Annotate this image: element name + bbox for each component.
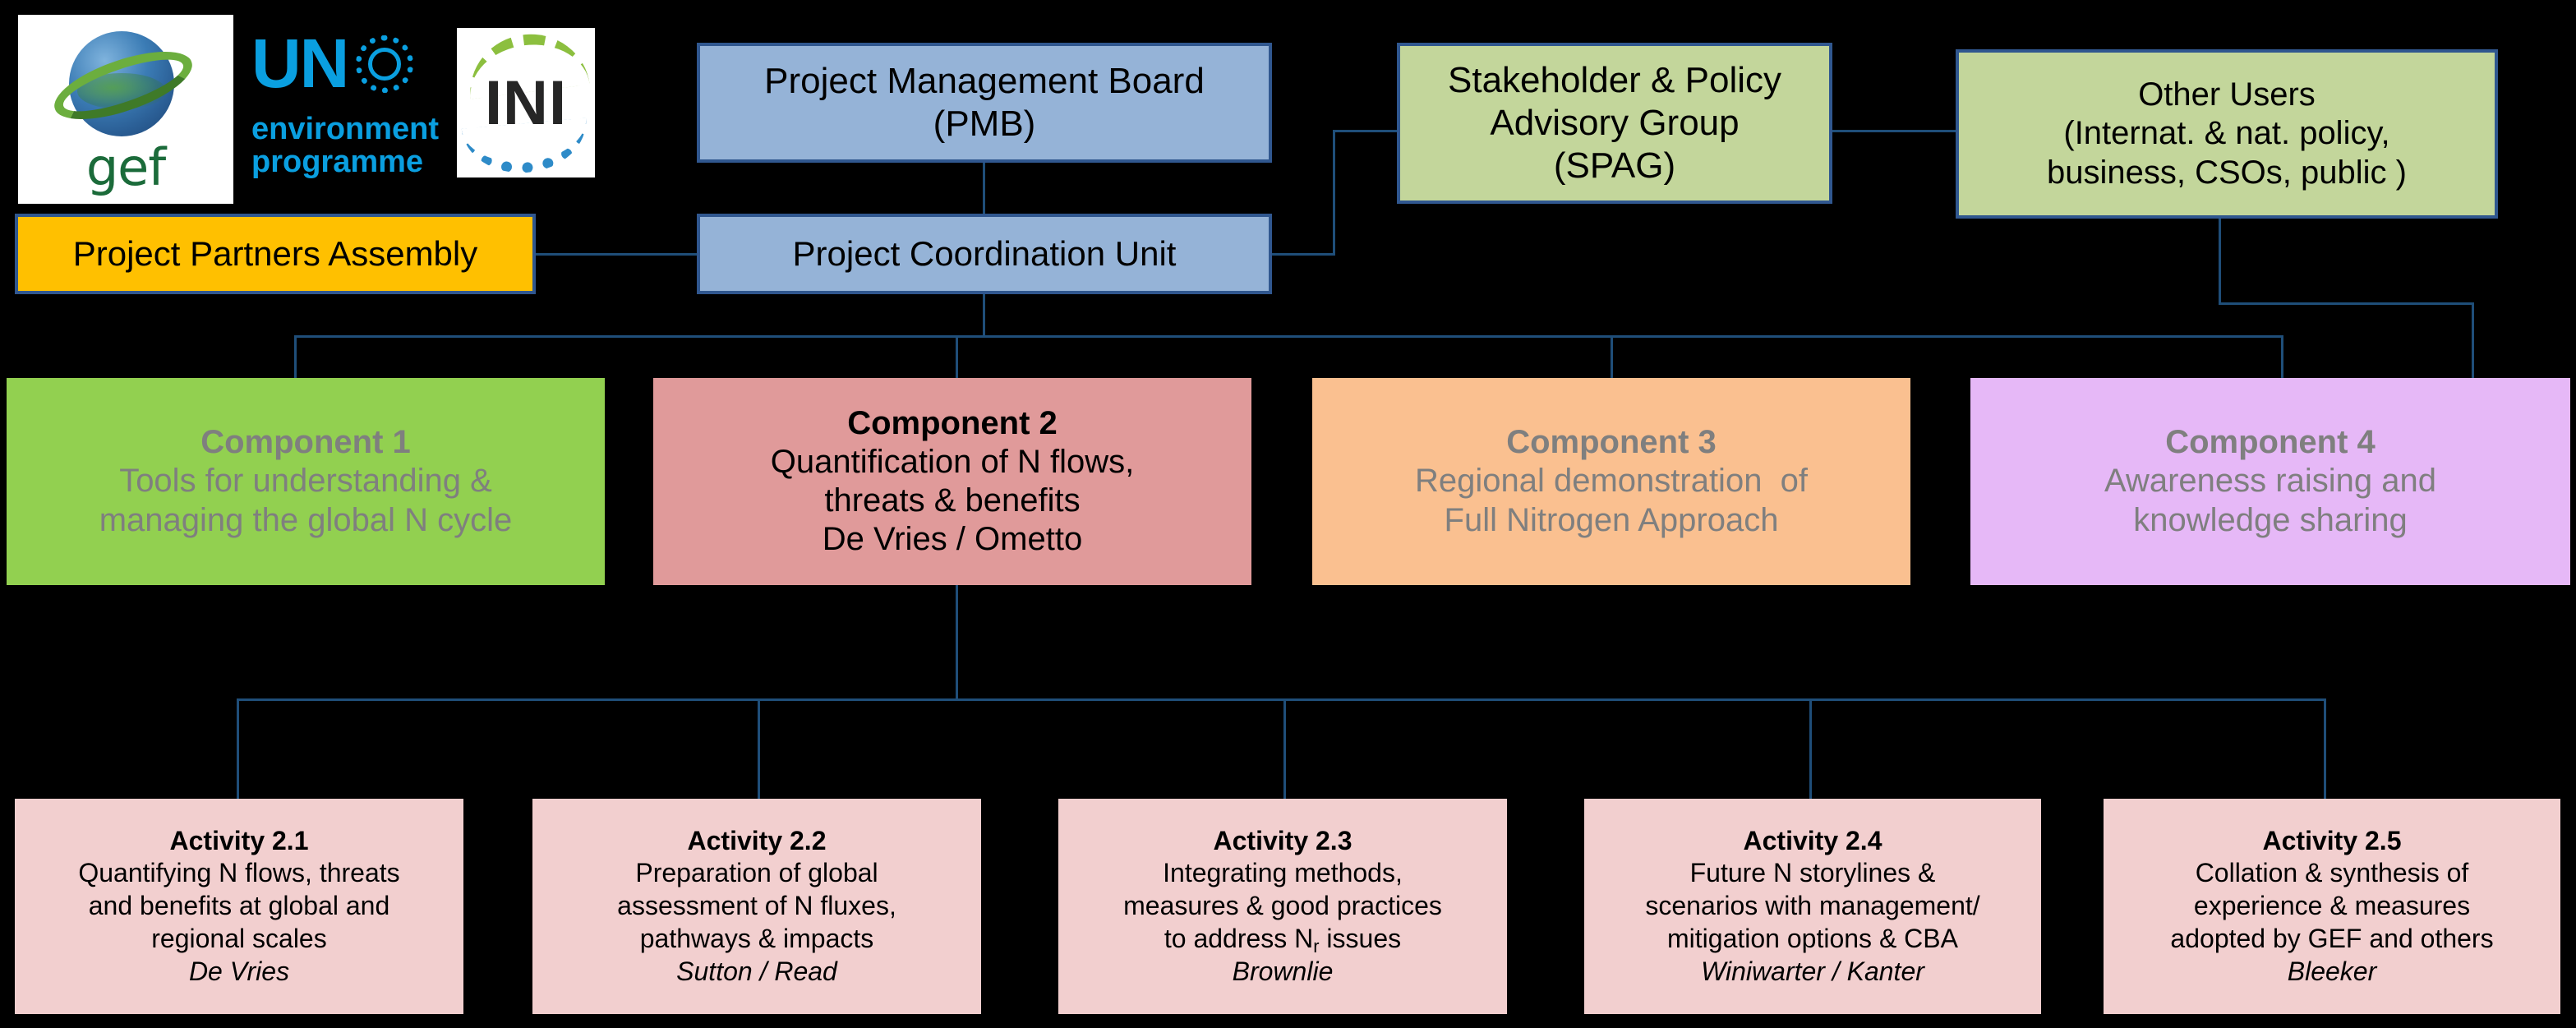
component-2-title: Component 2 (847, 404, 1058, 441)
activity-2-4-lead: Winiwarter / Kanter (1701, 956, 1924, 986)
connector-spag-stem (1333, 130, 1335, 256)
pmb-line-2: (PMB) (933, 104, 1036, 144)
activity-2-4-line-1: Future N storylines & (1689, 858, 1936, 888)
connector-bus-to-act2 (758, 698, 760, 799)
connector-bus-to-act4 (1809, 698, 1812, 799)
component-3-line-1: Regional demonstration of (1414, 463, 1809, 500)
activity-2-3-lead: Brownlie (1232, 956, 1334, 986)
component-3-box[interactable]: Component 3 Regional demonstration of Fu… (1312, 378, 1910, 585)
component-2-line-3: De Vries / Ometto (822, 521, 1083, 558)
connector-comp2-down (956, 585, 958, 700)
activity-2-1-line-2: and benefits at global and (88, 891, 390, 921)
unep-un-text: UN (251, 25, 349, 102)
connector-pcu-to-spag (1270, 253, 1335, 256)
connector-bus-to-act1 (237, 698, 239, 799)
component-1-line-1: Tools for understanding & (119, 463, 492, 500)
activity-2-5-lead: Bleeker (2287, 956, 2377, 986)
connector-ppa-to-pcu (534, 253, 698, 256)
pcu-label: Project Coordination Unit (792, 234, 1177, 274)
ppa-label: Project Partners Assembly (72, 234, 478, 274)
dots-arc-icon (461, 118, 591, 177)
activity-2-5-box[interactable]: Activity 2.5 Collation & synthesis of ex… (2104, 799, 2560, 1014)
ini-logo-text: INI (484, 68, 568, 138)
connector-other-users-to-comp4 (2472, 302, 2474, 378)
ini-logo: INI (457, 28, 595, 177)
activity-2-4-box[interactable]: Activity 2.4 Future N storylines & scena… (1584, 799, 2041, 1014)
spag-line-3: (SPAG) (1553, 145, 1676, 186)
connector-pmb-to-pcu (983, 163, 985, 219)
connector-other-users-right (2219, 302, 2473, 305)
connector-component-bus (294, 335, 2283, 338)
spag-box[interactable]: Stakeholder & Policy Advisory Group (SPA… (1397, 43, 1832, 204)
gef-logo-text: gef (85, 137, 166, 197)
activity-2-4-title: Activity 2.4 (1743, 825, 1882, 855)
component-3-line-2: Full Nitrogen Approach (1444, 501, 1779, 538)
activity-2-5-line-2: experience & measures (2193, 891, 2471, 921)
gef-logo: gef (18, 15, 233, 204)
component-3-title: Component 3 (1506, 424, 1717, 461)
component-4-line-1: Awareness raising and (2104, 463, 2436, 500)
spag-line-2: Advisory Group (1490, 103, 1740, 144)
activity-2-2-line-2: assessment of N fluxes, (617, 891, 896, 921)
connector-spag-stem-top (1333, 130, 1397, 132)
connector-pcu-down (983, 288, 985, 337)
activity-2-2-lead: Sutton / Read (676, 956, 837, 986)
activity-2-4-line-2: scenarios with management/ (1645, 891, 1980, 921)
activity-2-1-line-1: Quantifying N flows, threats (78, 858, 400, 888)
connector-bus-to-comp3 (1611, 335, 1613, 378)
activity-2-3-line-3: to address Nr issues (1164, 923, 1402, 957)
project-management-board-box[interactable]: Project Management Board (PMB) (697, 43, 1272, 163)
activity-2-5-line-3: adopted by GEF and others (2170, 923, 2494, 953)
activity-2-3-line-2: measures & good practices (1123, 891, 1442, 921)
activity-2-1-title: Activity 2.1 (169, 825, 309, 855)
component-4-line-2: knowledge sharing (2133, 501, 2408, 538)
component-2-line-2: threats & benefits (824, 482, 1081, 519)
component-2-line-1: Quantification of N flows, (770, 443, 1135, 480)
component-2-box[interactable]: Component 2 Quantification of N flows, t… (653, 378, 1251, 585)
activity-2-1-line-3: regional scales (151, 923, 327, 953)
activity-2-5-line-1: Collation & synthesis of (2195, 858, 2469, 888)
connector-bus-to-act3 (1283, 698, 1286, 799)
spag-line-1: Stakeholder & Policy (1448, 60, 1781, 101)
activity-2-2-box[interactable]: Activity 2.2 Preparation of global asses… (532, 799, 981, 1014)
connector-bus-to-comp4 (2281, 335, 2283, 378)
gef-globe-icon (69, 31, 174, 136)
activity-2-1-box[interactable]: Activity 2.1 Quantifying N flows, threat… (15, 799, 463, 1014)
activity-2-2-line-3: pathways & impacts (639, 923, 874, 953)
connector-bus-to-act5 (2324, 698, 2326, 799)
connector-bus-to-comp2 (956, 335, 958, 378)
activity-2-2-title: Activity 2.2 (687, 825, 827, 855)
unep-logo: UN environment programme (243, 15, 445, 204)
activity-2-1-lead: De Vries (188, 956, 290, 986)
activity-2-2-line-1: Preparation of global (635, 858, 878, 888)
activity-2-3-box[interactable]: Activity 2.3 Integrating methods, measur… (1058, 799, 1507, 1014)
activity-2-3-line-1: Integrating methods, (1163, 858, 1403, 888)
component-4-title: Component 4 (2165, 424, 2376, 461)
project-coordination-unit-box[interactable]: Project Coordination Unit (697, 214, 1272, 294)
component-1-line-2: managing the global N cycle (99, 501, 513, 538)
unep-subtitle: environment programme (251, 113, 442, 179)
project-partners-assembly-box[interactable]: Project Partners Assembly (15, 214, 536, 294)
activity-2-5-title: Activity 2.5 (2262, 825, 2402, 855)
component-4-box[interactable]: Component 4 Awareness raising and knowle… (1970, 378, 2570, 585)
connector-other-users-down (2219, 218, 2221, 304)
other-users-line-2: (Internat. & nat. policy, (2063, 115, 2390, 152)
connector-bus-to-comp1 (294, 335, 297, 378)
pmb-line-1: Project Management Board (764, 61, 1205, 102)
unep-line-programme: programme (251, 144, 424, 179)
activity-2-4-line-3: mitigation options & CBA (1667, 923, 1958, 953)
un-emblem-icon (356, 35, 414, 93)
other-users-line-1: Other Users (2138, 76, 2316, 113)
unep-wordmark: UN (251, 25, 414, 102)
component-1-title: Component 1 (200, 424, 411, 461)
unep-line-environment: environment (251, 112, 440, 146)
connector-activity-bus (237, 698, 2324, 701)
component-1-box[interactable]: Component 1 Tools for understanding & ma… (7, 378, 605, 585)
other-users-line-3: business, CSOs, public ) (2047, 154, 2407, 191)
connector-spag-to-other-users (1831, 130, 1956, 132)
other-users-box[interactable]: Other Users (Internat. & nat. policy, bu… (1956, 49, 2498, 219)
activity-2-3-title: Activity 2.3 (1213, 825, 1353, 855)
